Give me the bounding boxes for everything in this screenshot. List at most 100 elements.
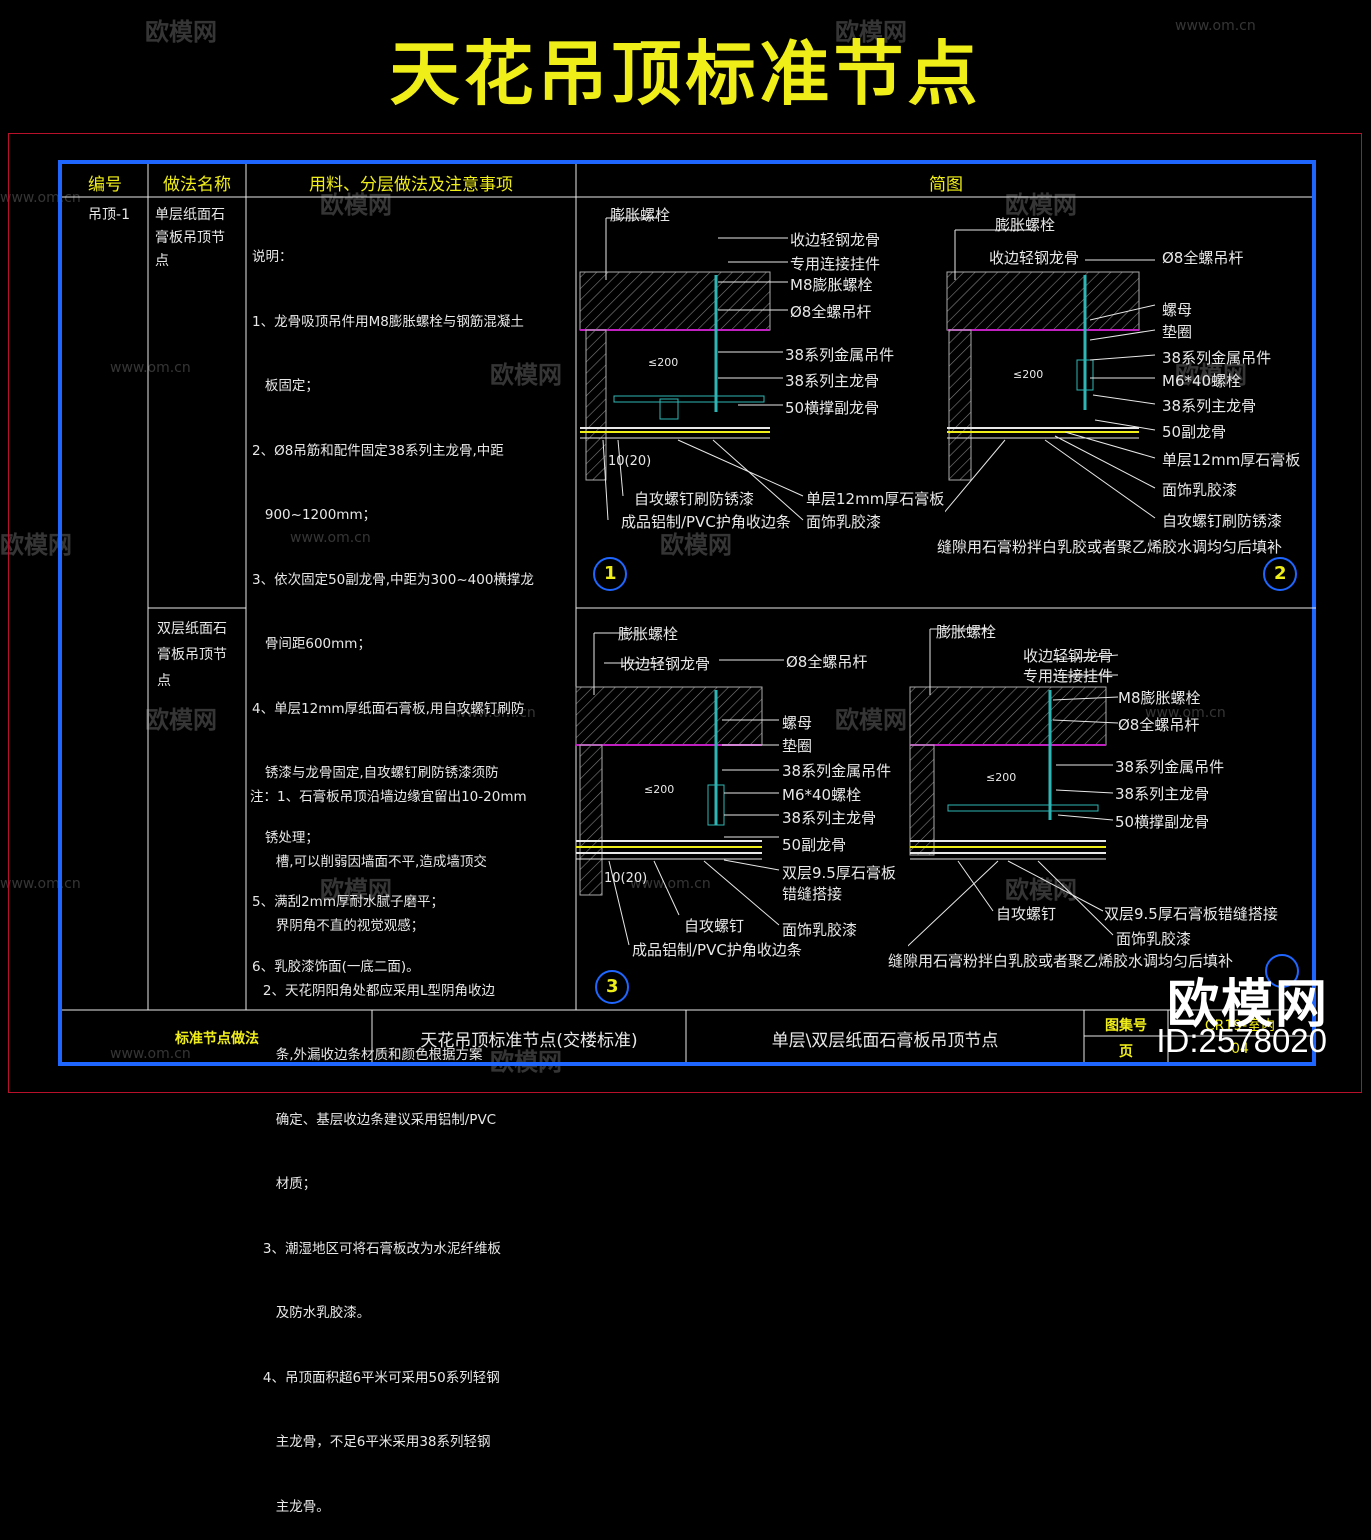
footer-page-value: 04 [1231, 1041, 1249, 1057]
watermark-url: www.om.cn [290, 530, 371, 546]
method-line: 点 [157, 673, 171, 689]
d3-dimension: ≤200 [644, 783, 675, 796]
detail-2: 膨胀螺栓 收边轻钢龙骨 Ø8全螺吊杆 螺母 垫圈 38系列金属吊件 M6*40螺… [937, 200, 1315, 605]
d4-label: 收边轻钢龙骨 [1023, 647, 1114, 665]
d1-label: 膨胀螺栓 [610, 206, 671, 224]
d3-label: 螺母 [782, 714, 813, 732]
watermark-text: 欧模网 [145, 706, 217, 734]
d3-label: 38系列金属吊件 [782, 762, 892, 780]
d3-label: Ø8全螺吊杆 [786, 653, 868, 671]
d2-detail-number: 2 [1274, 563, 1287, 584]
header-code: 编号 [88, 175, 122, 195]
watermark-text: 欧模网 [835, 18, 907, 46]
note-line: 2、Ø8吊筋和配件固定38系列主龙骨,中距 [252, 442, 504, 459]
d4-label: 膨胀螺栓 [936, 623, 997, 641]
method-name-2: 双层纸面石 膏板吊顶节 点 [157, 616, 245, 694]
note-line: 界阴角不直的视觉观感； [250, 918, 425, 934]
d1-label: 50横撑副龙骨 [785, 399, 880, 417]
watermark-url: www.om.cn [1145, 705, 1226, 721]
note-line: 槽,可以削弱因墙面不平,造成墙顶交 [250, 853, 487, 870]
d4-label: 面饰乳胶漆 [1116, 930, 1192, 948]
d2-label: 收边轻钢龙骨 [989, 249, 1080, 267]
detail-4-drawing [908, 628, 1299, 988]
d4-label: Ø8全螺吊杆 [1118, 716, 1200, 734]
method-line: 膏板吊顶节 [155, 230, 225, 246]
footer-category: 标准节点做法 [175, 1031, 259, 1047]
header-notes: 用料、分层做法及注意事项 [309, 175, 513, 195]
d1-label: 成品铝制/PVC护角收边条 [621, 513, 791, 531]
detail-1: 膨胀螺栓 收边轻钢龙骨 专用连接挂件 M8膨胀螺栓 Ø8全螺吊杆 38系列金属吊… [578, 200, 948, 605]
d3-label: 双层9.5厚石膏板 [782, 864, 896, 882]
detail-3: 膨胀螺栓 收边轻钢龙骨 Ø8全螺吊杆 螺母 垫圈 38系列金属吊件 M6*40螺… [574, 615, 914, 1007]
note-line: 3、潮湿地区可将石膏板改为水泥纤维板 [250, 1240, 501, 1257]
note-line: 骨间距600mm； [252, 636, 371, 652]
d1-label: Ø8全螺吊杆 [790, 303, 872, 321]
watermark-url: www.om.cn [110, 1046, 191, 1062]
d1-detail-number: 1 [604, 563, 617, 584]
d1-label: 38系列金属吊件 [785, 346, 895, 364]
d1-label: 面饰乳胶漆 [806, 513, 882, 531]
method-line: 单层纸面石 [155, 207, 225, 223]
outer-frame [8, 133, 1362, 1093]
note-line: 主龙骨，不足6平米采用38系列轻钢 [250, 1434, 491, 1450]
d3-label: 面饰乳胶漆 [782, 921, 858, 939]
d2-label: 自攻螺钉刷防锈漆 [1162, 512, 1283, 530]
note-line: 确定、基层收边条建议采用铝制/PVC [250, 1111, 497, 1128]
watermark-url: www.om.cn [455, 705, 536, 721]
watermark-text: 欧模网 [320, 191, 392, 219]
method-line: 点 [155, 253, 169, 269]
d2-label: 螺母 [1162, 301, 1193, 319]
d2-label: M6*40螺栓 [1162, 372, 1242, 390]
d4-label: 38系列金属吊件 [1115, 758, 1225, 776]
d4-label: 50横撑副龙骨 [1115, 813, 1210, 831]
d3-label: 错缝搭接 [782, 885, 843, 903]
note-line: 注：1、石膏板吊顶沿墙边缘宜留出10-20mm [250, 789, 527, 805]
d4-dimension: ≤200 [986, 771, 1017, 784]
d3-label: 膨胀螺栓 [618, 625, 679, 643]
method-name-1: 单层纸面石 膏板吊顶节 点 [155, 204, 245, 273]
note-line: 锈处理； [252, 829, 319, 846]
table-frame [58, 160, 1316, 1066]
d1-dimension: ≤200 [648, 356, 679, 369]
d2-label: 单层12mm厚石膏板 [1162, 451, 1301, 469]
d3-dimension: 10(20) [604, 871, 648, 886]
watermark-url: www.om.cn [1175, 18, 1256, 34]
note-line: 6、乳胶漆饰面(一底二面)。 [252, 958, 420, 975]
d3-label: 自攻螺钉 [684, 917, 745, 935]
header-method: 做法名称 [163, 175, 231, 195]
d3-label: 垫圈 [782, 737, 813, 755]
table-grid [62, 164, 1316, 1062]
d1-label: 自攻螺钉刷防锈漆 [634, 490, 755, 508]
watermark-text: 欧模网 [1005, 191, 1077, 219]
d2-label: 面饰乳胶漆 [1162, 481, 1238, 499]
d2-label: 膨胀螺栓 [995, 216, 1056, 234]
d1-label: M8膨胀螺栓 [790, 276, 873, 294]
d1-label: 单层12mm厚石膏板 [806, 490, 945, 508]
footer-page-label: 页 [1119, 1044, 1133, 1060]
note-line: 4、吊顶面积超6平米可采用50系列轻钢 [250, 1369, 500, 1386]
d2-label: Ø8全螺吊杆 [1162, 249, 1244, 267]
d3-label: 收边轻钢龙骨 [620, 655, 711, 673]
notes-block-1: 说明： 1、龙骨吸顶吊件用M8膨胀螺栓与钢筋混凝土 板固定； 2、Ø8吊筋和配件… [252, 204, 574, 1000]
footer-atlas-value: CR19-室内 [1204, 1018, 1276, 1034]
note-line: 900~1200mm； [252, 507, 377, 523]
watermark-text: 欧模网 [320, 876, 392, 904]
d4-label: M8膨胀螺栓 [1118, 689, 1201, 707]
footer-atlas-label: 图集号 [1105, 1018, 1147, 1034]
note-line: 主龙骨。 [250, 1498, 330, 1515]
note-line: 5、满刮2mm厚耐水腻子磨平； [252, 894, 444, 910]
detail-2-drawing [945, 229, 1297, 591]
d2-label: 垫圈 [1162, 323, 1193, 341]
d4-label: 自攻螺钉 [996, 905, 1057, 923]
note-line: 4、单层12mm厚纸面石膏板,用自攻螺钉刷防 [252, 700, 525, 717]
watermark-text: 欧模网 [660, 531, 732, 559]
note-line: 1、龙骨吸顶吊件用M8膨胀螺栓与钢筋混凝土 [252, 313, 524, 330]
page-title: 天花吊顶标准节点 [389, 33, 982, 115]
note-line: 3、依次固定50副龙骨,中距为300~400横撑龙 [252, 571, 534, 588]
method-line: 膏板吊顶节 [157, 647, 227, 663]
d2-label: 38系列主龙骨 [1162, 397, 1257, 415]
row-code: 吊顶-1 [88, 207, 130, 223]
watermark-layer: 欧模网 欧模网 www.om.cn www.om.cn 欧模网 欧模网 www.… [0, 18, 1256, 1076]
d2-label: 38系列金属吊件 [1162, 349, 1272, 367]
d3-label: 成品铝制/PVC护角收边条 [632, 941, 802, 959]
